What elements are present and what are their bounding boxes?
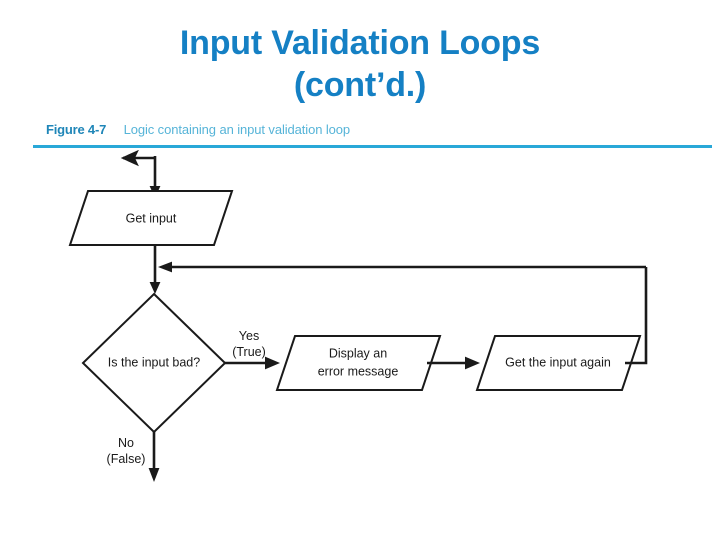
node-decision-label: Is the input bad? xyxy=(108,355,200,369)
node-display-error-label-line1: Display an xyxy=(329,346,387,360)
connector-decision-to-display-arrowhead xyxy=(265,356,280,370)
node-get-input-label: Get input xyxy=(126,211,177,225)
connector-display-to-getagain-arrowhead xyxy=(465,356,480,370)
page-title-line-2: (cont’d.) xyxy=(293,66,427,104)
branch-label-yes-line2: (True) xyxy=(232,345,266,359)
figure-description: Logic containing an input validation loo… xyxy=(123,122,351,137)
figure-label: Figure 4-7 xyxy=(46,122,107,137)
page-title-line-1: Input Validation Loops xyxy=(179,24,541,62)
node-display-error xyxy=(275,335,442,391)
branch-label-no-line2: (False) xyxy=(107,452,146,466)
branch-label-yes-line1: Yes xyxy=(239,329,259,343)
node-get-input-again xyxy=(475,335,642,391)
node-get-input-again-label: Get the input again xyxy=(505,355,611,369)
connector-loop-path xyxy=(625,267,648,365)
flowchart-diagram: Get input Is the input bad? Yes (True) D… xyxy=(0,150,720,540)
connector-decision-exit-arrowhead xyxy=(148,468,160,482)
branch-label-no-line1: No xyxy=(118,436,134,450)
node-display-error-label-line2: error message xyxy=(318,364,399,378)
node-get-input xyxy=(68,190,234,246)
caption-divider xyxy=(33,145,712,148)
figure-caption: Figure 4-7 Logic containing an input val… xyxy=(46,121,686,139)
page-title: Input Validation Loops (cont’d.) xyxy=(0,22,720,106)
connector-loop-return-arrowhead xyxy=(158,261,172,273)
connector-decision-arrowhead xyxy=(149,282,161,294)
